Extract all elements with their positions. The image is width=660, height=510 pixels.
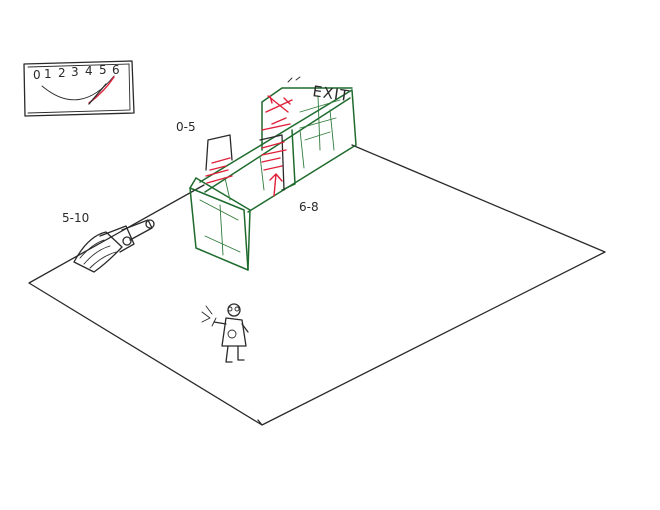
cannon	[74, 220, 154, 272]
gauge-tick-1: 1	[44, 67, 52, 81]
gauge-tick-3: 3	[71, 65, 79, 79]
gauge-meter: 0 1 2 3 4 5 6	[24, 61, 134, 116]
wall-structure	[190, 88, 356, 270]
gauge-needle	[89, 84, 106, 104]
gauge-tick-5: 5	[99, 63, 107, 77]
label-cannon-range: 5-10	[62, 211, 89, 225]
exit-sign-label: EXIT	[311, 82, 350, 105]
gauge-tick-2: 2	[58, 66, 66, 80]
gauge-tick-0: 0	[33, 68, 41, 82]
cannon-wheel	[123, 237, 131, 245]
scientist-figure	[202, 304, 248, 362]
gauge-tick-4: 4	[85, 64, 93, 78]
floor-plane	[29, 145, 605, 425]
label-door-right-range: 6-8	[299, 200, 319, 214]
gauge-tick-6: 6	[112, 63, 120, 77]
exit-sign: EXIT	[288, 77, 351, 105]
label-door-left-range: 0-5	[176, 120, 196, 134]
laser-marks	[206, 96, 292, 196]
